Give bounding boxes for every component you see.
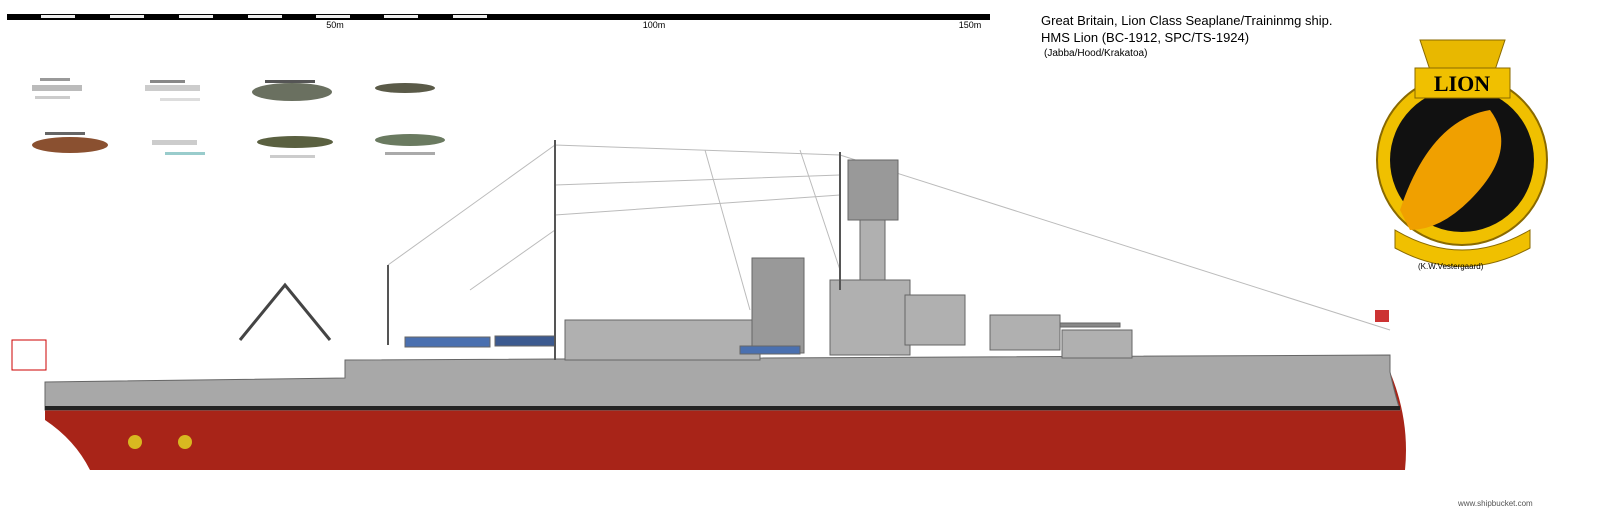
author-credit: (K.W.Vestergaard) bbox=[1418, 262, 1484, 271]
aircraft-icon bbox=[257, 136, 333, 158]
superstructure bbox=[238, 159, 1133, 361]
aircraft-icon bbox=[375, 83, 435, 93]
rigging bbox=[387, 144, 1391, 331]
propellers bbox=[128, 435, 192, 449]
badge-name: LION bbox=[1434, 71, 1490, 96]
hull bbox=[44, 354, 1406, 470]
aircraft-icon bbox=[252, 80, 332, 101]
aircraft-icon bbox=[375, 134, 445, 155]
credits: (Jabba/Hood/Krakatoa) bbox=[1044, 48, 1148, 59]
ensigns bbox=[11, 310, 1389, 371]
aircraft-icon bbox=[152, 140, 205, 155]
title-line-1: Great Britain, Lion Class Seaplane/Train… bbox=[1041, 13, 1333, 28]
aircraft-icon bbox=[145, 80, 200, 101]
scale-label-50m: 50m bbox=[326, 20, 344, 30]
aircraft-icon bbox=[32, 78, 82, 99]
drawing-title: Great Britain, Lion Class Seaplane/Train… bbox=[1041, 12, 1332, 46]
ship-badge: LION bbox=[1376, 39, 1548, 267]
scale-label-100m: 100m bbox=[642, 20, 666, 30]
scale-label-150m: 150m bbox=[958, 20, 982, 30]
masts bbox=[387, 140, 841, 360]
scale-bar bbox=[7, 14, 990, 20]
title-line-2: HMS Lion (BC-1912, SPC/TS-1924) bbox=[1041, 30, 1250, 45]
site-watermark: www.shipbucket.com bbox=[1458, 499, 1533, 508]
aircraft-silhouettes bbox=[32, 78, 445, 158]
aircraft-icon bbox=[32, 132, 108, 153]
